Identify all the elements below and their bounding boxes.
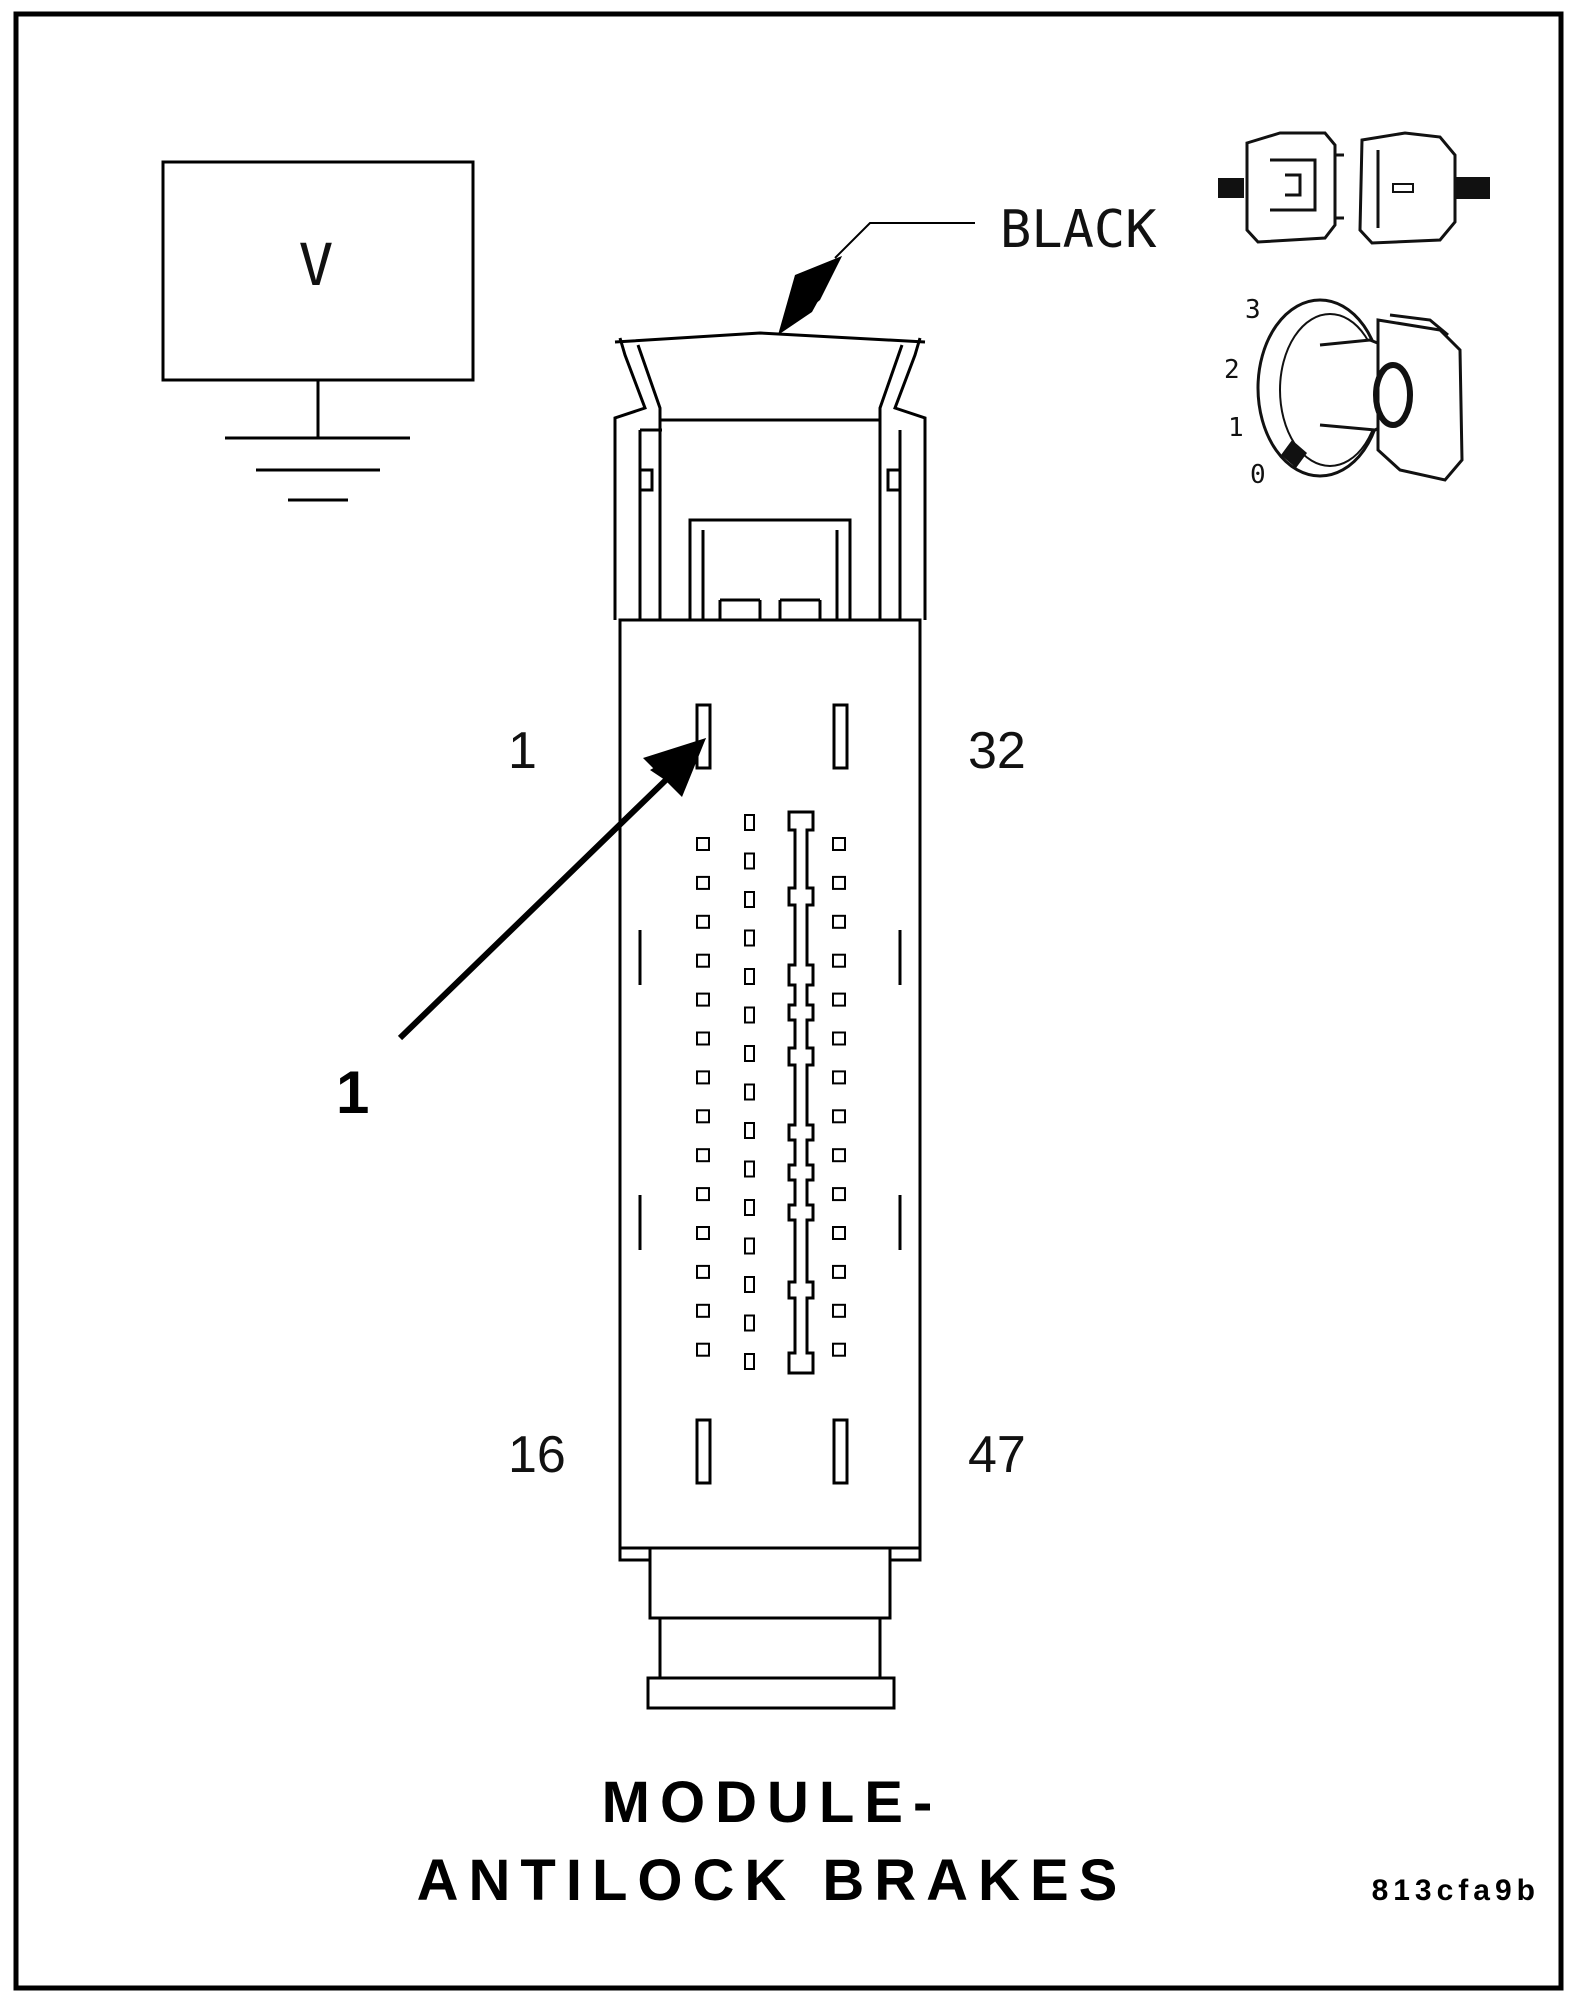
pin-cavity: [832, 1226, 846, 1240]
pin-label-1: 1: [508, 722, 537, 780]
pin-cavity: [832, 1109, 846, 1124]
pin-cavity: [832, 914, 846, 929]
pin-label-16: 16: [508, 1426, 566, 1484]
pin-cavity: [744, 1083, 755, 1101]
callout-number: 1: [336, 1059, 369, 1126]
pin-cavity: [832, 1303, 846, 1318]
terminal-slot-1: [695, 703, 712, 770]
ignition-position-2: 2: [1224, 355, 1240, 385]
pin-cavity: [744, 891, 755, 908]
pin-cavity: [832, 875, 846, 890]
voltmeter-icon: [161, 160, 475, 502]
ignition-position-0: 0: [1250, 460, 1266, 490]
pin-cavity: [696, 1226, 710, 1240]
pin-cavity: [832, 1070, 846, 1085]
pin-cavity: [696, 992, 710, 1007]
terminal-slot-16: [695, 1418, 712, 1485]
pin-cavity: [832, 1187, 846, 1202]
figure-code: 813cfa9b: [1372, 1874, 1540, 1907]
pin-cavity: [832, 1148, 846, 1163]
pin-cavity: [696, 1303, 710, 1318]
title-line-1: MODULE-: [602, 1770, 943, 1835]
title-line-2: ANTILOCK BRAKES: [417, 1848, 1128, 1913]
pin-cavity: [832, 837, 846, 851]
pin-cavity: [832, 953, 846, 968]
pin-cavity: [744, 1045, 755, 1062]
pin-cavity: [744, 1122, 755, 1139]
pin-cavity: [696, 1109, 710, 1124]
pin-cavity: [744, 1276, 755, 1293]
center-rib: [787, 810, 815, 1375]
pin-cavity: [696, 953, 710, 968]
pin-cavity: [744, 1314, 755, 1332]
pin-cavity: [696, 1342, 710, 1357]
pin-cavity: [832, 1264, 846, 1279]
terminal-slot-32: [832, 703, 849, 770]
pin-cavity: [744, 1353, 755, 1370]
pin-cavity: [744, 1199, 755, 1216]
pin-cavity: [696, 875, 710, 890]
pin-cavity: [744, 1006, 755, 1024]
pin-cavity: [696, 914, 710, 929]
meter-symbol: V: [299, 231, 334, 299]
wire-leader-arrow: [778, 222, 975, 335]
callout-arrow: [397, 738, 706, 1041]
pin-cavity: [744, 1237, 755, 1255]
pin-cavity: [696, 1070, 710, 1085]
pin-cavity: [744, 929, 755, 947]
pin-cavity: [696, 1031, 710, 1046]
pin-cavity: [832, 1342, 846, 1357]
pin-label-32: 32: [968, 722, 1026, 780]
pin-cavity: [696, 1187, 710, 1202]
pin-cavity: [832, 992, 846, 1007]
pin-cavity: [696, 1148, 710, 1163]
pin-cavity: [744, 852, 755, 870]
corner-terminals: [695, 703, 849, 1485]
disconnected-connector-icon: [1218, 131, 1490, 245]
abs-module-connector: [613, 331, 927, 1710]
pin-cavity: [744, 968, 755, 985]
pin-cavity: [744, 1160, 755, 1178]
pin-label-47: 47: [968, 1426, 1026, 1484]
pin-cavity: [832, 1031, 846, 1046]
pin-cavity: [696, 837, 710, 851]
ignition-position-3: 3: [1245, 295, 1261, 325]
pin-cavities: [696, 814, 846, 1370]
ignition-position-1: 1: [1228, 413, 1244, 443]
pin-cavity: [744, 814, 755, 831]
pin-cavity: [696, 1264, 710, 1279]
wire-color-label: BLACK: [1000, 200, 1157, 260]
ignition-key-icon: [1256, 298, 1464, 482]
page-frame: [13, 11, 1564, 1991]
terminal-slot-47: [832, 1418, 849, 1485]
